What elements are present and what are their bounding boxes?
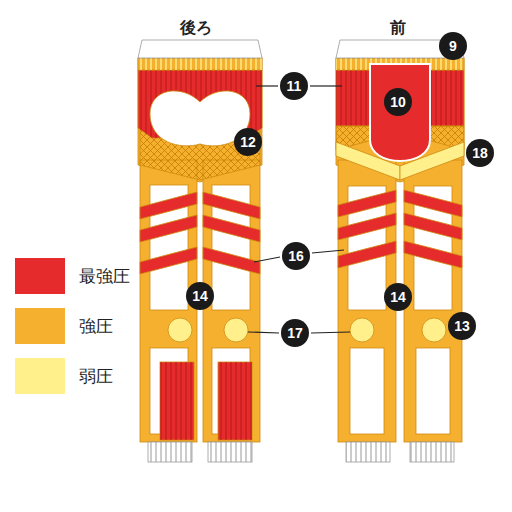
callout-circle-shape <box>282 242 310 270</box>
legend-swatch <box>15 308 65 344</box>
callout-text: 10 <box>390 95 406 109</box>
callout-circle-shape <box>384 283 412 311</box>
callout-circle-shape <box>186 282 214 310</box>
callout-circle-shape <box>448 312 476 340</box>
callout-number: 14 <box>186 282 214 310</box>
view-label: 前 <box>390 18 406 39</box>
callout-text: 11 <box>287 79 302 93</box>
legend-text: 強圧 <box>79 315 113 338</box>
callout-text: 13 <box>454 319 470 333</box>
callout-number: 14 <box>384 283 412 311</box>
callout-circle-shape <box>280 72 308 100</box>
callout-text: 16 <box>288 249 304 263</box>
legend-swatch <box>15 358 65 394</box>
back-figure <box>138 40 262 462</box>
callout-text: 14 <box>390 290 406 304</box>
callout-number: 11 <box>280 72 308 100</box>
callout-number: 16 <box>282 242 310 270</box>
callout-number: 12 <box>234 128 262 156</box>
callout-number: 17 <box>281 319 309 347</box>
legend-swatch <box>15 258 65 294</box>
callout-text: 14 <box>192 289 208 303</box>
callout-number: 10 <box>384 88 412 116</box>
view-label: 後ろ <box>180 18 212 39</box>
callout-circle-shape <box>384 88 412 116</box>
leader-lines <box>248 86 350 333</box>
legend-text: 弱圧 <box>79 365 113 388</box>
callout-text: 17 <box>287 326 303 340</box>
callout-number: 13 <box>448 312 476 340</box>
callout-circle-shape <box>234 128 262 156</box>
callout-number: 18 <box>466 139 494 167</box>
callout-circle-shape <box>281 319 309 347</box>
callout-circle-shape <box>439 32 467 60</box>
callout-circle-shape <box>466 139 494 167</box>
legend-text: 最強圧 <box>79 265 130 288</box>
callout-number: 9 <box>439 32 467 60</box>
callout-text: 18 <box>472 146 488 160</box>
callout-text: 9 <box>449 39 457 53</box>
front-figure <box>336 40 464 462</box>
callout-text: 12 <box>240 135 256 149</box>
